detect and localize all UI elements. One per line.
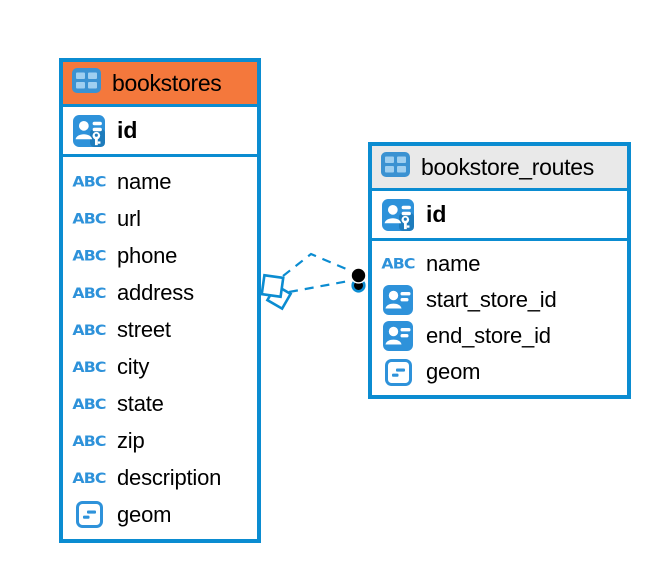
column-row-name[interactable]: ABC name: [372, 246, 627, 282]
table-title: bookstores: [112, 69, 222, 96]
table-header-bookstore-routes[interactable]: bookstore_routes: [372, 146, 627, 191]
text-type-icon: ABC: [72, 357, 106, 376]
column-name: end_store_id: [426, 323, 551, 348]
column-name: start_store_id: [426, 287, 557, 312]
column-row-zip[interactable]: ABC zip: [63, 422, 257, 459]
column-row-start-store-id[interactable]: start_store_id: [372, 282, 627, 318]
column-name: name: [117, 168, 172, 194]
column-row-phone[interactable]: ABC phone: [63, 237, 257, 274]
column-name: zip: [117, 427, 145, 453]
column-list: ABC name start_store_id: [372, 241, 627, 395]
primary-key-icon: [381, 198, 415, 231]
column-name: description: [117, 464, 222, 490]
column-row-description[interactable]: ABC description: [63, 459, 257, 496]
primary-key-row[interactable]: id: [372, 191, 627, 241]
column-row-address[interactable]: ABC address: [63, 274, 257, 311]
text-type-icon: ABC: [72, 394, 106, 413]
primary-key-row[interactable]: id: [63, 107, 257, 157]
relationship-many-end-marker: [350, 267, 367, 293]
relationship-lines[interactable]: [282, 252, 352, 294]
reference-id-icon: [381, 285, 415, 315]
column-row-city[interactable]: ABC city: [63, 348, 257, 385]
text-type-icon: ABC: [381, 255, 415, 273]
column-row-url[interactable]: ABC url: [63, 200, 257, 237]
column-name: address: [117, 279, 194, 305]
primary-key-name: id: [117, 117, 138, 143]
column-name: street: [117, 316, 171, 342]
column-row-street[interactable]: ABC street: [63, 311, 257, 348]
geometry-type-icon: [381, 358, 415, 386]
column-name: url: [117, 205, 141, 231]
text-type-icon: ABC: [72, 172, 106, 191]
column-row-state[interactable]: ABC state: [63, 385, 257, 422]
column-row-end-store-id[interactable]: end_store_id: [372, 318, 627, 354]
column-name: geom: [426, 359, 481, 384]
primary-key-icon: [72, 114, 106, 147]
table-title: bookstore_routes: [421, 153, 594, 180]
geometry-type-icon: [72, 501, 106, 528]
column-name: phone: [117, 242, 178, 268]
text-type-icon: ABC: [72, 431, 106, 450]
column-name: geom: [117, 501, 172, 527]
table-bookstores[interactable]: bookstores id A: [59, 58, 261, 543]
text-type-icon: ABC: [72, 246, 106, 265]
column-row-geom[interactable]: geom: [372, 354, 627, 390]
reference-id-icon: [381, 321, 415, 351]
primary-key-name: id: [426, 201, 447, 227]
column-list: ABC name ABC url ABC phone ABC address A…: [63, 157, 257, 539]
text-type-icon: ABC: [72, 468, 106, 487]
table-icon: [72, 67, 101, 99]
column-row-geom[interactable]: geom: [63, 496, 257, 533]
column-name: name: [426, 251, 481, 276]
table-header-bookstores[interactable]: bookstores: [63, 62, 257, 107]
column-name: city: [117, 353, 150, 379]
table-bookstore-routes[interactable]: bookstore_routes id: [368, 142, 631, 399]
column-row-name[interactable]: ABC name: [63, 163, 257, 200]
text-type-icon: ABC: [72, 283, 106, 302]
table-icon: [381, 151, 410, 183]
column-name: state: [117, 390, 164, 416]
relationship-one-end-marker: [260, 273, 293, 311]
text-type-icon: ABC: [72, 320, 106, 339]
text-type-icon: ABC: [72, 209, 106, 228]
